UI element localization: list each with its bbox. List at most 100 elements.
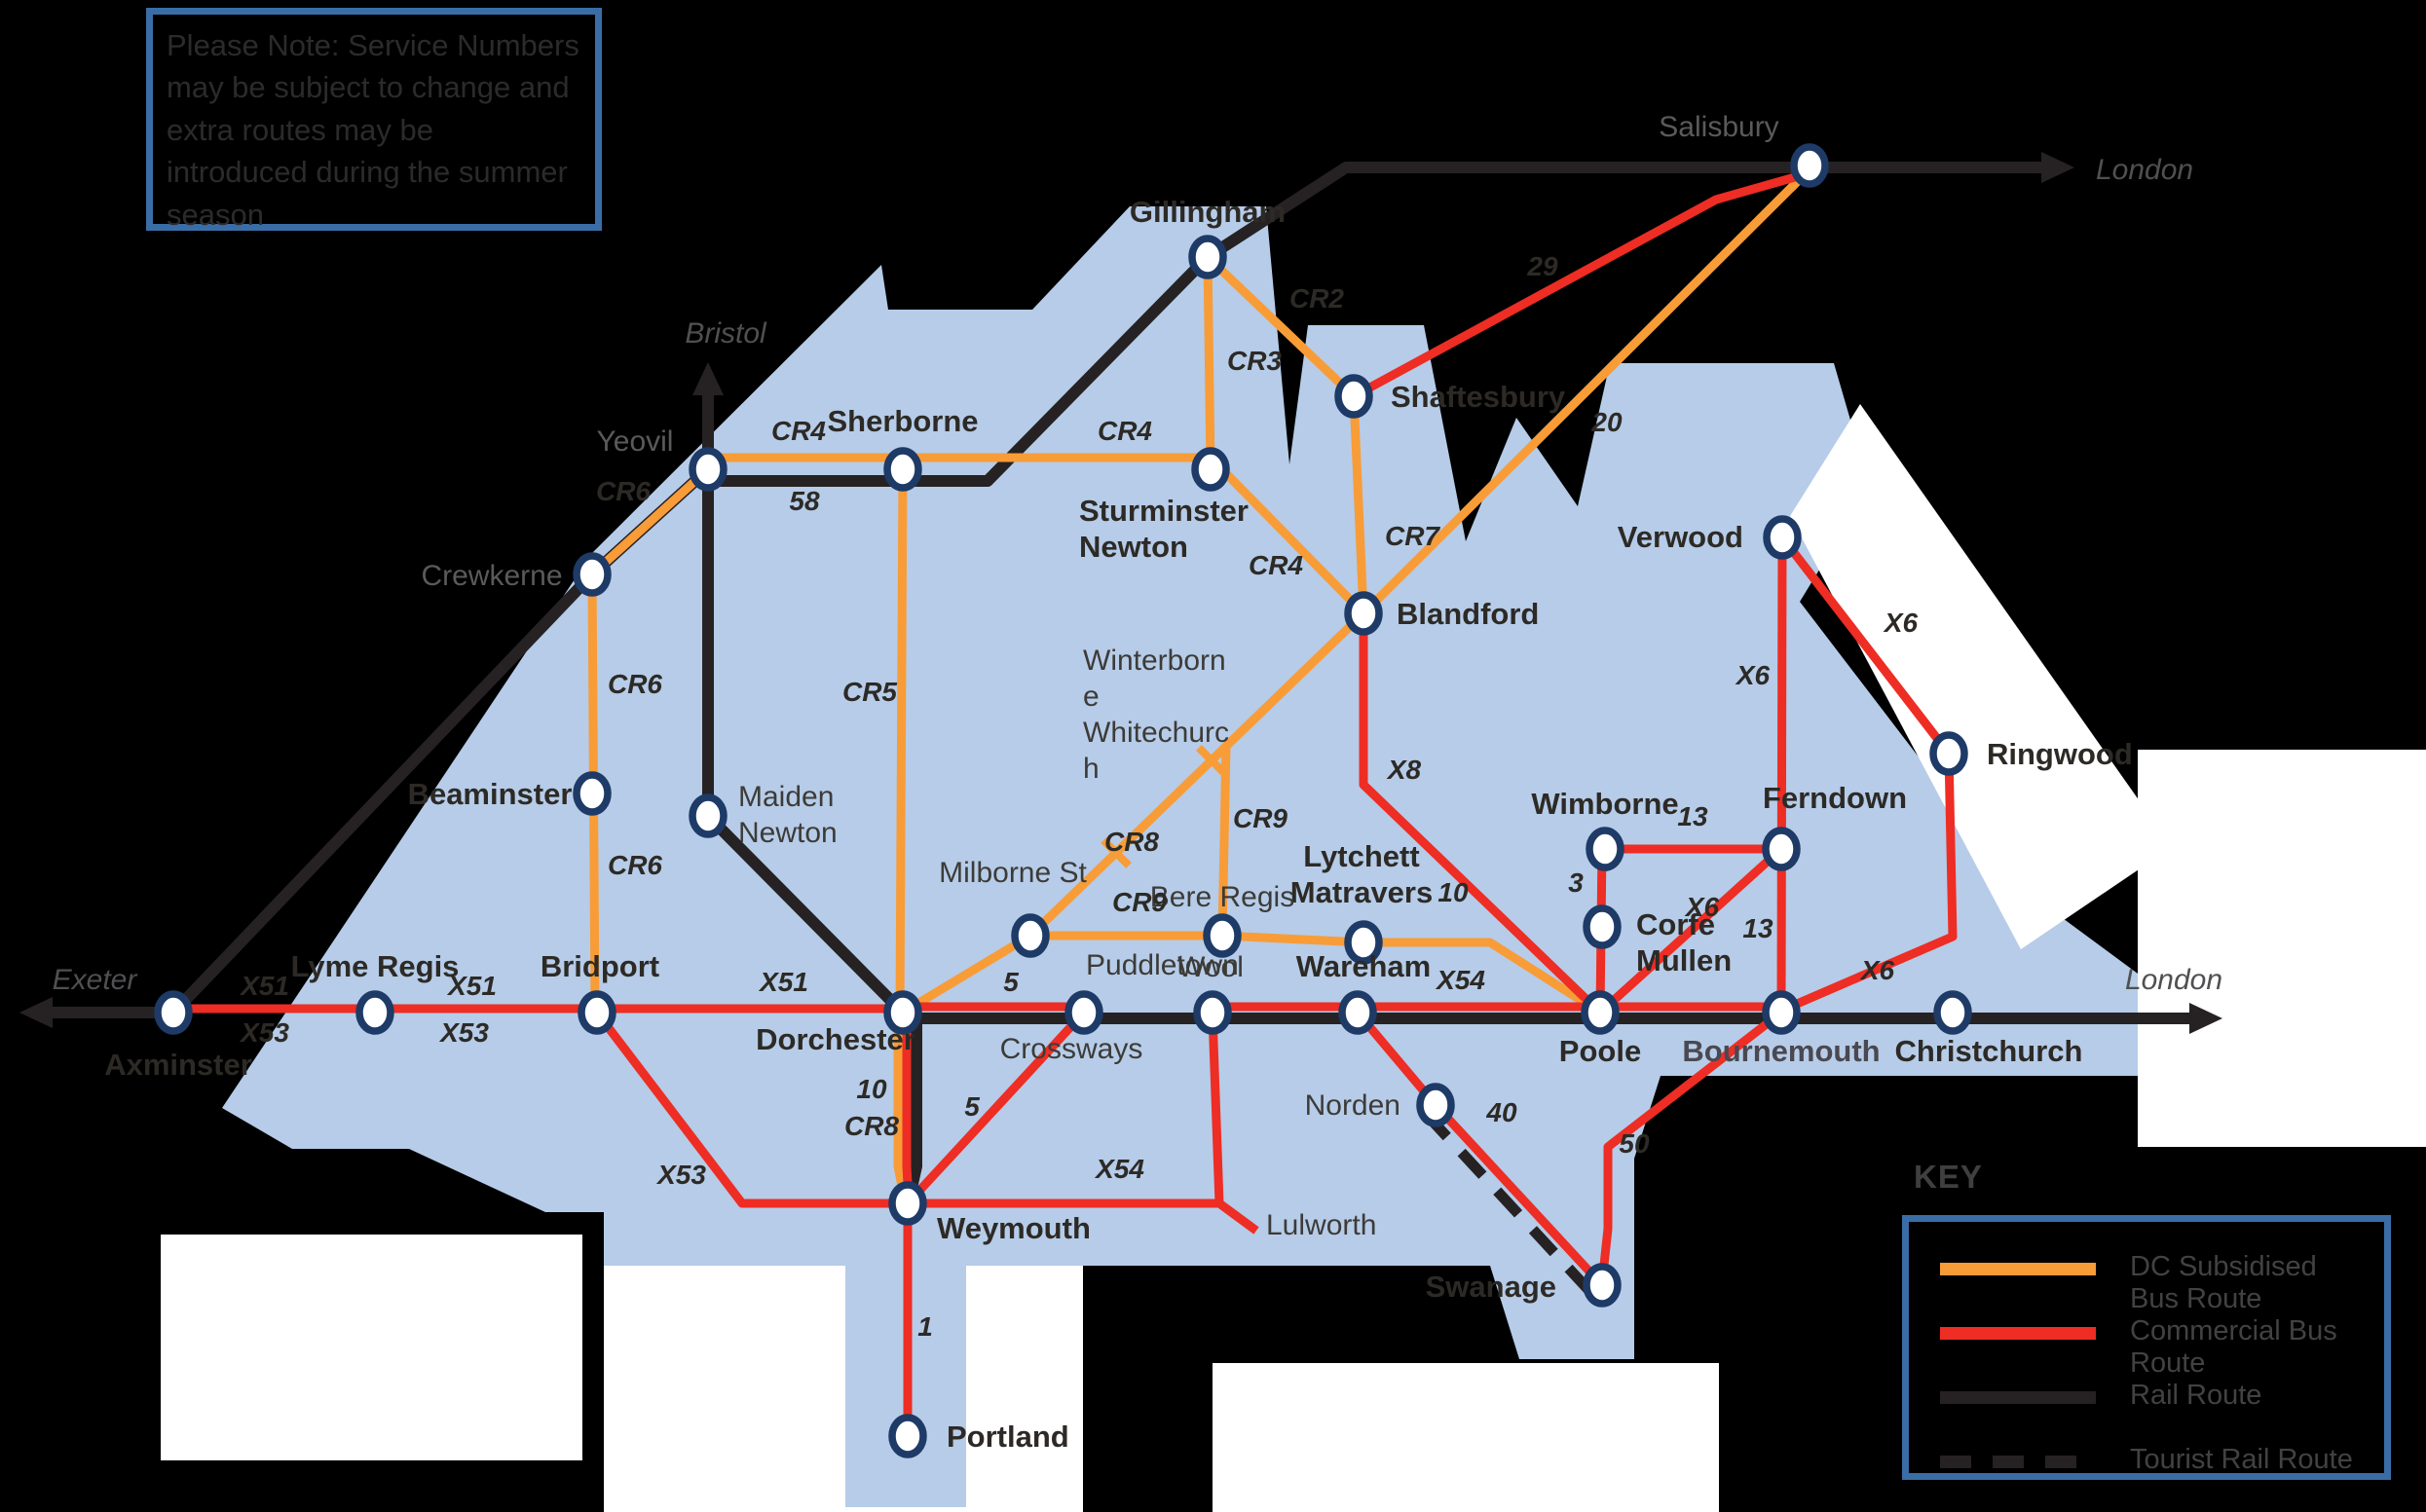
route-number-X6-39: X6 xyxy=(1859,955,1895,985)
station-gillingham xyxy=(1188,235,1227,279)
station-corfe-mullen xyxy=(1583,904,1622,949)
label-puddletown: Puddletown xyxy=(1086,949,1239,981)
station-wimborne xyxy=(1586,827,1624,871)
route-number-X54-24: X54 xyxy=(1435,965,1485,995)
london-south-arrow-head xyxy=(2189,1003,2222,1034)
route-number-CR7-6: CR7 xyxy=(1385,521,1440,551)
key-title: KEY xyxy=(1914,1159,1983,1195)
route-5-diagonal xyxy=(904,1009,1088,1207)
route-number-CR4-5: CR4 xyxy=(1249,550,1303,580)
route-number-X8-17: X8 xyxy=(1386,755,1422,785)
route-number-10-27: 10 xyxy=(856,1074,887,1104)
route-CR3 xyxy=(1203,256,1215,470)
route-number-50-32: 50 xyxy=(1619,1128,1650,1159)
key-label-subsidised: DC Subsidised Bus Route xyxy=(2130,1251,2317,1314)
label-dorchester: Dorchester xyxy=(756,1022,915,1056)
label-crewkerne: Crewkerne xyxy=(421,560,562,592)
route-X8 xyxy=(1359,613,1604,1016)
label-sherborne: Sherborne xyxy=(827,404,978,438)
white-panel-east xyxy=(2138,750,2426,1147)
station-poole xyxy=(1581,990,1620,1035)
label-wimborne: Wimborne xyxy=(1531,787,1678,821)
key-sample-rail-line xyxy=(1940,1391,2096,1404)
station-beaminster xyxy=(573,771,612,816)
label-swanage: Swanage xyxy=(1426,1270,1556,1304)
white-band-ringwood xyxy=(1790,404,2172,949)
route-CR9-vertical xyxy=(1217,745,1231,937)
station-blandford xyxy=(1344,591,1383,636)
london-south-label: London xyxy=(2125,964,2222,996)
label-ferndown: Ferndown xyxy=(1763,781,1907,815)
station-dorchester xyxy=(883,990,922,1035)
station-ferndown xyxy=(1762,827,1801,871)
station-swanage xyxy=(1583,1263,1622,1308)
exeter-label: Exeter xyxy=(53,964,138,996)
route-X6-13-vertical xyxy=(1776,536,1787,1014)
label-lulworth: Lulworth xyxy=(1266,1209,1376,1241)
tourist-swanage-railway xyxy=(1421,1110,1597,1298)
station-portland xyxy=(888,1414,927,1458)
service-note-box: Please Note: Service Numbers may be subj… xyxy=(146,8,602,232)
label-norden: Norden xyxy=(1305,1089,1400,1122)
station-verwood xyxy=(1763,515,1802,560)
route-number-X51-18: X51 xyxy=(239,971,289,1001)
route-CR7 xyxy=(1349,395,1368,614)
station-wareham xyxy=(1338,990,1377,1035)
label-milborne-st: Milborne St xyxy=(939,857,1087,889)
key-label-commercial: Commercial Bus Route xyxy=(2130,1315,2337,1379)
label-bridport: Bridport xyxy=(541,949,659,983)
route-number-X53-25: X53 xyxy=(655,1160,706,1190)
key-row-subsidised: DC Subsidised Bus Route xyxy=(1930,1251,2369,1314)
station-weymouth xyxy=(888,1181,927,1226)
white-panel-below-swanage xyxy=(1213,1363,1719,1512)
key-row-tourist: Tourist Rail Route xyxy=(1930,1444,2369,1477)
tick-winterborne xyxy=(1196,745,1227,776)
tick-milborne-st xyxy=(1101,837,1132,868)
route-20 xyxy=(1360,173,1806,617)
route-CR2 xyxy=(1204,253,1358,400)
route-X6-verwood-ringwood xyxy=(1778,535,1953,756)
label-poole: Poole xyxy=(1559,1034,1641,1068)
key-row-commercial: Commercial Bus Route xyxy=(1930,1315,2369,1379)
station-ringwood xyxy=(1929,731,1968,776)
station-maiden-newton xyxy=(689,793,728,838)
station-bridport xyxy=(578,990,616,1035)
route-number-CR4-2: CR4 xyxy=(1098,416,1152,446)
route-number-CR2-4: CR2 xyxy=(1289,283,1344,313)
london-north-arrow-head xyxy=(2041,152,2074,183)
route-29 xyxy=(1351,170,1804,400)
key-label-tourist: Tourist Rail Route xyxy=(2130,1444,2353,1475)
route-X6-ringwood-bournemouth xyxy=(1779,753,1958,1015)
key-sample-tourist-line xyxy=(1940,1456,2096,1468)
exeter-arrow-head xyxy=(19,997,53,1028)
route-number-3-33: 3 xyxy=(1568,867,1584,898)
route-number-CR6-11: CR6 xyxy=(608,850,662,880)
station-crewkerne xyxy=(573,552,612,597)
label-wareham: Wareham xyxy=(1296,949,1431,983)
label-verwood: Verwood xyxy=(1618,520,1743,554)
label-beaminster: Beaminster xyxy=(408,777,573,811)
station-sherborne xyxy=(883,447,922,492)
route-number-X51-22: X51 xyxy=(758,967,808,997)
station-crossways xyxy=(1064,990,1103,1035)
white-panel-below-weymouth xyxy=(604,1266,1083,1512)
route-number-29-8: 29 xyxy=(1526,251,1558,281)
station-norden xyxy=(1416,1083,1455,1127)
route-CR5 xyxy=(895,468,908,1014)
station-bere-regis xyxy=(1203,913,1242,958)
route-number-CR4-0: CR4 xyxy=(771,416,826,446)
route-number-13-34: 13 xyxy=(1677,801,1708,831)
route-number-CR5-12: CR5 xyxy=(842,677,897,707)
route-50 xyxy=(1597,1009,1784,1284)
route-X54-lulworth-spur xyxy=(1216,1199,1259,1235)
route-number-58-1: 58 xyxy=(789,486,820,516)
route-number-10-16: 10 xyxy=(1437,877,1469,907)
label-yeovil: Yeovil xyxy=(597,425,674,458)
station-christchurch xyxy=(1933,990,1972,1035)
route-number-CR6-9: CR6 xyxy=(596,476,651,506)
route-number-X54-29: X54 xyxy=(1094,1154,1144,1184)
service-note-text: Please Note: Service Numbers may be subj… xyxy=(167,28,579,232)
